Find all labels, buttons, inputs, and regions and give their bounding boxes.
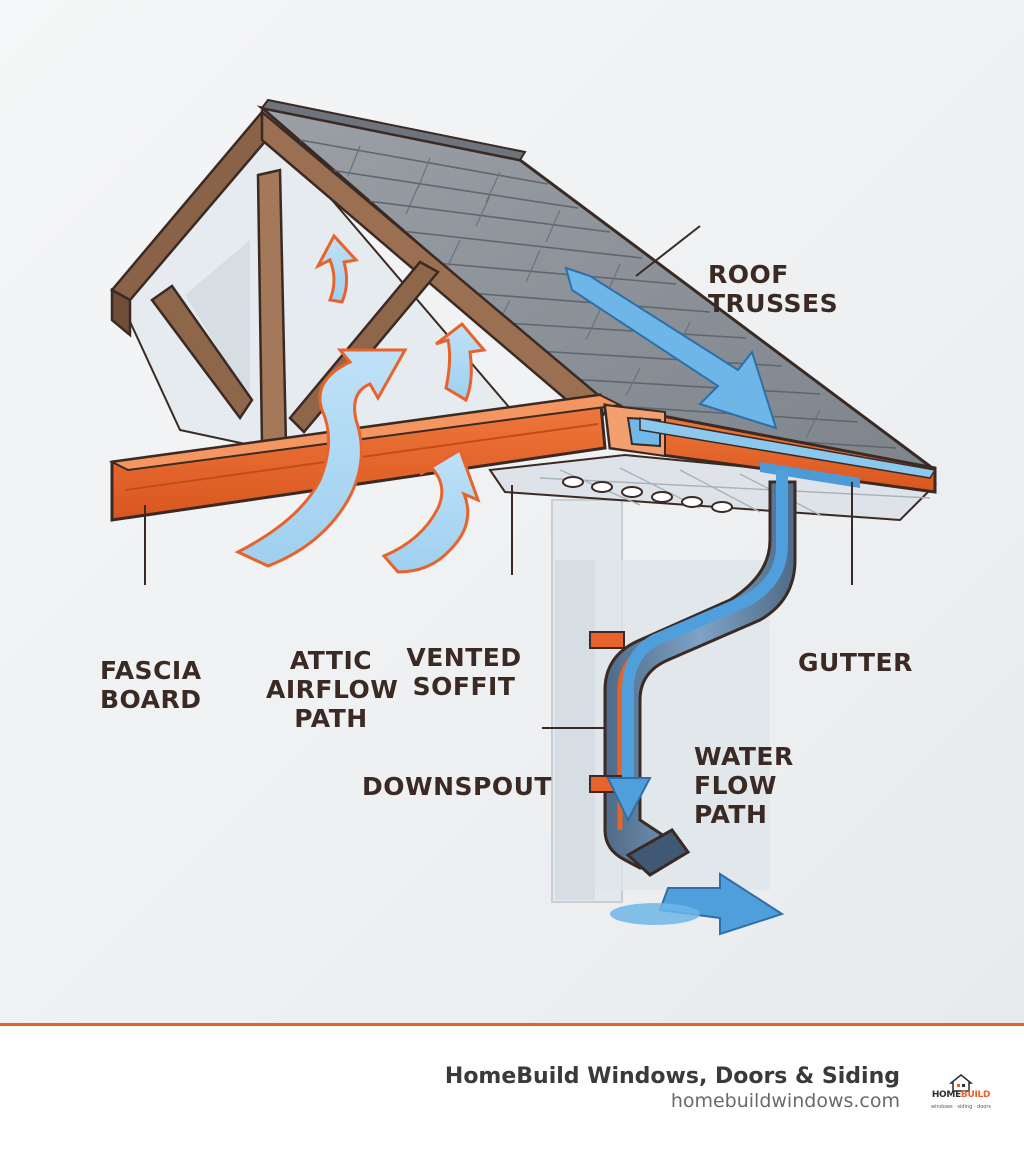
logo-tagline: windows · siding · doors <box>931 1104 991 1110</box>
label-gutter: GUTTER <box>798 648 913 677</box>
water-flow-arrows <box>564 266 788 936</box>
company-url[interactable]: homebuildwindows.com <box>670 1090 900 1112</box>
roof-gutter-diagram <box>108 98 938 936</box>
homebuild-logo: HOMEBUILD windows · siding · doors <box>930 1074 992 1118</box>
gutter <box>603 403 937 494</box>
label-downspout: DOWNSPOUT <box>362 772 552 801</box>
logo-wordmark: HOMEBUILD <box>931 1090 991 1100</box>
vented-soffit <box>488 453 938 522</box>
leader-lines <box>144 225 853 729</box>
house-icon <box>948 1074 974 1092</box>
company-name: HomeBuild Windows, Doors & Siding <box>444 1064 900 1089</box>
attic-airflow-arrows <box>234 233 487 574</box>
roof-trusses <box>110 109 612 447</box>
soffit-vents <box>562 476 733 513</box>
footer: HomeBuild Windows, Doors & Siding homebu… <box>0 1026 1024 1154</box>
footer-divider <box>0 1023 1024 1026</box>
